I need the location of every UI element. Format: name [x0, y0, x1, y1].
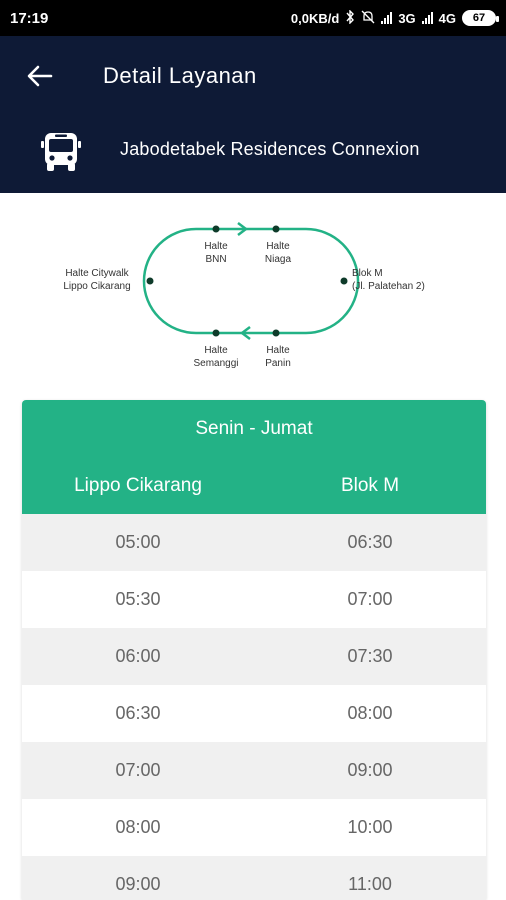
table-row: 08:00 10:00	[22, 799, 486, 856]
network-type-1: 3G	[398, 10, 416, 26]
stop-label-blokm: Blok M (Jl. Palatehan 2)	[352, 268, 425, 292]
stop-label-citywalk: Halte Citywalk Lippo Cikarang	[63, 268, 131, 292]
stop-marker-panin	[272, 329, 280, 337]
stop-label-panin: Halte Panin	[265, 345, 291, 369]
signal-icon-1	[381, 12, 393, 24]
table-row: 05:30 07:00	[22, 571, 486, 628]
stop-label-bnn: Halte BNN	[204, 241, 228, 265]
arrow-right-icon	[237, 222, 249, 236]
column-header-origin: Lippo Cikarang	[74, 474, 202, 496]
status-icons: 0,0KB/d 3G 4G 67	[290, 8, 499, 27]
status-time: 17:19	[10, 9, 49, 27]
column-header-destination: Blok M	[340, 474, 400, 496]
stop-marker-citywalk	[146, 277, 154, 285]
table-row: 09:00 11:00	[22, 856, 486, 900]
network-speed: 0,0KB/d	[290, 10, 340, 26]
departure-time: 08:00	[115, 817, 161, 837]
route-diagram: Halte BNN Halte Niaga Halte Citywalk Lip…	[0, 193, 506, 393]
status-bar: 17:19 0,0KB/d 3G 4G 67	[0, 0, 506, 36]
departure-time: 07:30	[347, 646, 393, 666]
departure-time: 07:00	[115, 760, 161, 780]
table-row: 07:00 09:00	[22, 742, 486, 799]
departure-time: 11:00	[348, 874, 392, 894]
departure-time: 05:00	[115, 532, 161, 552]
stop-label-niaga: Halte Niaga	[264, 241, 292, 265]
page-title: Detail Layanan	[103, 63, 257, 88]
service-name: Jabodetabek Residences Connexion	[120, 139, 420, 159]
stop-marker-semanggi	[212, 329, 220, 337]
stop-marker-bnn	[212, 225, 220, 233]
stop-label-semanggi: Halte Semanggi	[193, 345, 239, 369]
mute-icon	[361, 10, 375, 27]
stop-marker-blokm	[340, 277, 348, 285]
network-type-2: 4G	[438, 10, 456, 26]
table-row: 06:30 08:00	[22, 685, 486, 742]
schedule-table: Senin - Jumat Lippo Cikarang Blok M 05:0…	[22, 400, 486, 900]
app-header: Detail Layanan Jabodetabek Residences Co…	[0, 36, 506, 193]
schedule-column-header: Lippo Cikarang Blok M	[22, 457, 486, 514]
schedule-day-title: Senin - Jumat	[22, 400, 486, 457]
departure-time: 09:00	[115, 874, 161, 894]
departure-time: 08:00	[347, 703, 393, 723]
departure-time: 09:00	[347, 760, 393, 780]
stop-marker-niaga	[272, 225, 280, 233]
departure-time: 06:00	[115, 646, 161, 666]
departure-time: 06:30	[347, 532, 393, 552]
bluetooth-icon	[345, 8, 355, 27]
route-loop	[142, 222, 360, 340]
departure-time: 05:30	[115, 589, 161, 609]
signal-icon-2	[421, 12, 433, 24]
departure-time: 06:30	[115, 703, 161, 723]
arrow-left-icon	[239, 326, 251, 340]
table-row: 05:00 06:30	[22, 514, 486, 571]
back-button[interactable]	[22, 58, 58, 94]
departure-time: 07:00	[347, 589, 393, 609]
battery-icon: 67	[462, 10, 499, 26]
route-line	[142, 227, 360, 335]
arrow-left-icon	[27, 65, 53, 87]
bus-icon	[41, 133, 81, 171]
table-row: 06:00 07:30	[22, 628, 486, 685]
departure-time: 10:00	[347, 817, 393, 837]
